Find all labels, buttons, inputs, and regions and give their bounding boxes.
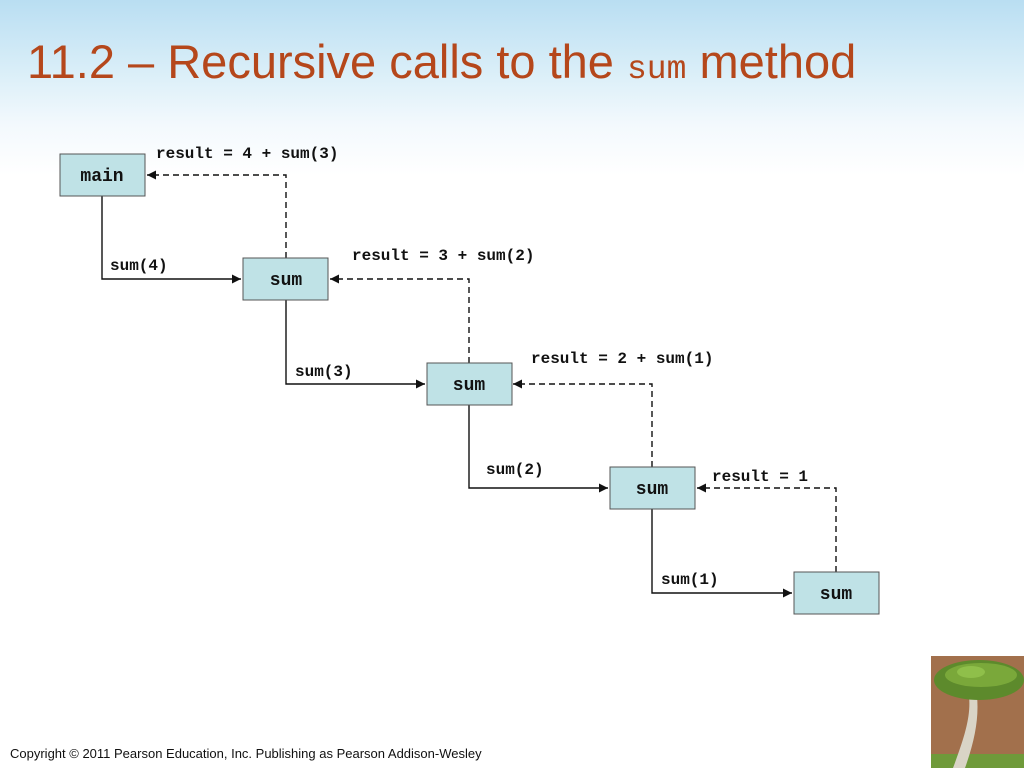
node-label: sum bbox=[453, 376, 486, 396]
node-sum-3: sum bbox=[609, 466, 696, 510]
node-label: sum bbox=[820, 585, 853, 605]
call-label-sum1: sum(1) bbox=[661, 571, 719, 589]
title-suffix: method bbox=[686, 35, 857, 88]
return-label-result-2: result = 2 + sum(1) bbox=[531, 350, 713, 368]
return-arrow-sum2-to-sum1 bbox=[330, 274, 470, 363]
return-arrow-sum4-to-sum3 bbox=[697, 483, 837, 572]
node-main: main bbox=[59, 153, 146, 197]
node-sum-2: sum bbox=[426, 362, 513, 406]
call-label-sum2: sum(2) bbox=[486, 461, 544, 479]
slide-title: 11.2 – Recursive calls to the sum method bbox=[27, 34, 856, 98]
call-arrow-sum2-to-sum3 bbox=[468, 405, 608, 493]
node-label: sum bbox=[270, 271, 303, 291]
return-arrow-sum3-to-sum2 bbox=[513, 379, 653, 467]
return-arrow-sum1-to-main bbox=[147, 170, 287, 258]
call-arrow-sum1-to-sum2 bbox=[285, 300, 425, 389]
return-label-result-4: result = 4 + sum(3) bbox=[156, 145, 338, 163]
return-label-result-3: result = 3 + sum(2) bbox=[352, 247, 534, 265]
copyright-footer: Copyright © 2011 Pearson Education, Inc.… bbox=[10, 746, 482, 761]
node-label: main bbox=[80, 167, 123, 187]
call-arrow-sum3-to-sum4 bbox=[651, 509, 792, 598]
title-code: sum bbox=[626, 51, 687, 88]
title-prefix: 11.2 – Recursive calls to the bbox=[27, 35, 627, 88]
topiary-tree-image bbox=[931, 656, 1024, 768]
return-label-result-1: result = 1 bbox=[712, 468, 808, 486]
node-label: sum bbox=[636, 480, 669, 500]
node-sum-1: sum bbox=[242, 257, 329, 301]
call-label-sum4: sum(4) bbox=[110, 257, 168, 275]
call-arrow-main-to-sum1 bbox=[101, 196, 241, 284]
node-sum-4: sum bbox=[793, 571, 880, 615]
call-label-sum3: sum(3) bbox=[295, 363, 353, 381]
